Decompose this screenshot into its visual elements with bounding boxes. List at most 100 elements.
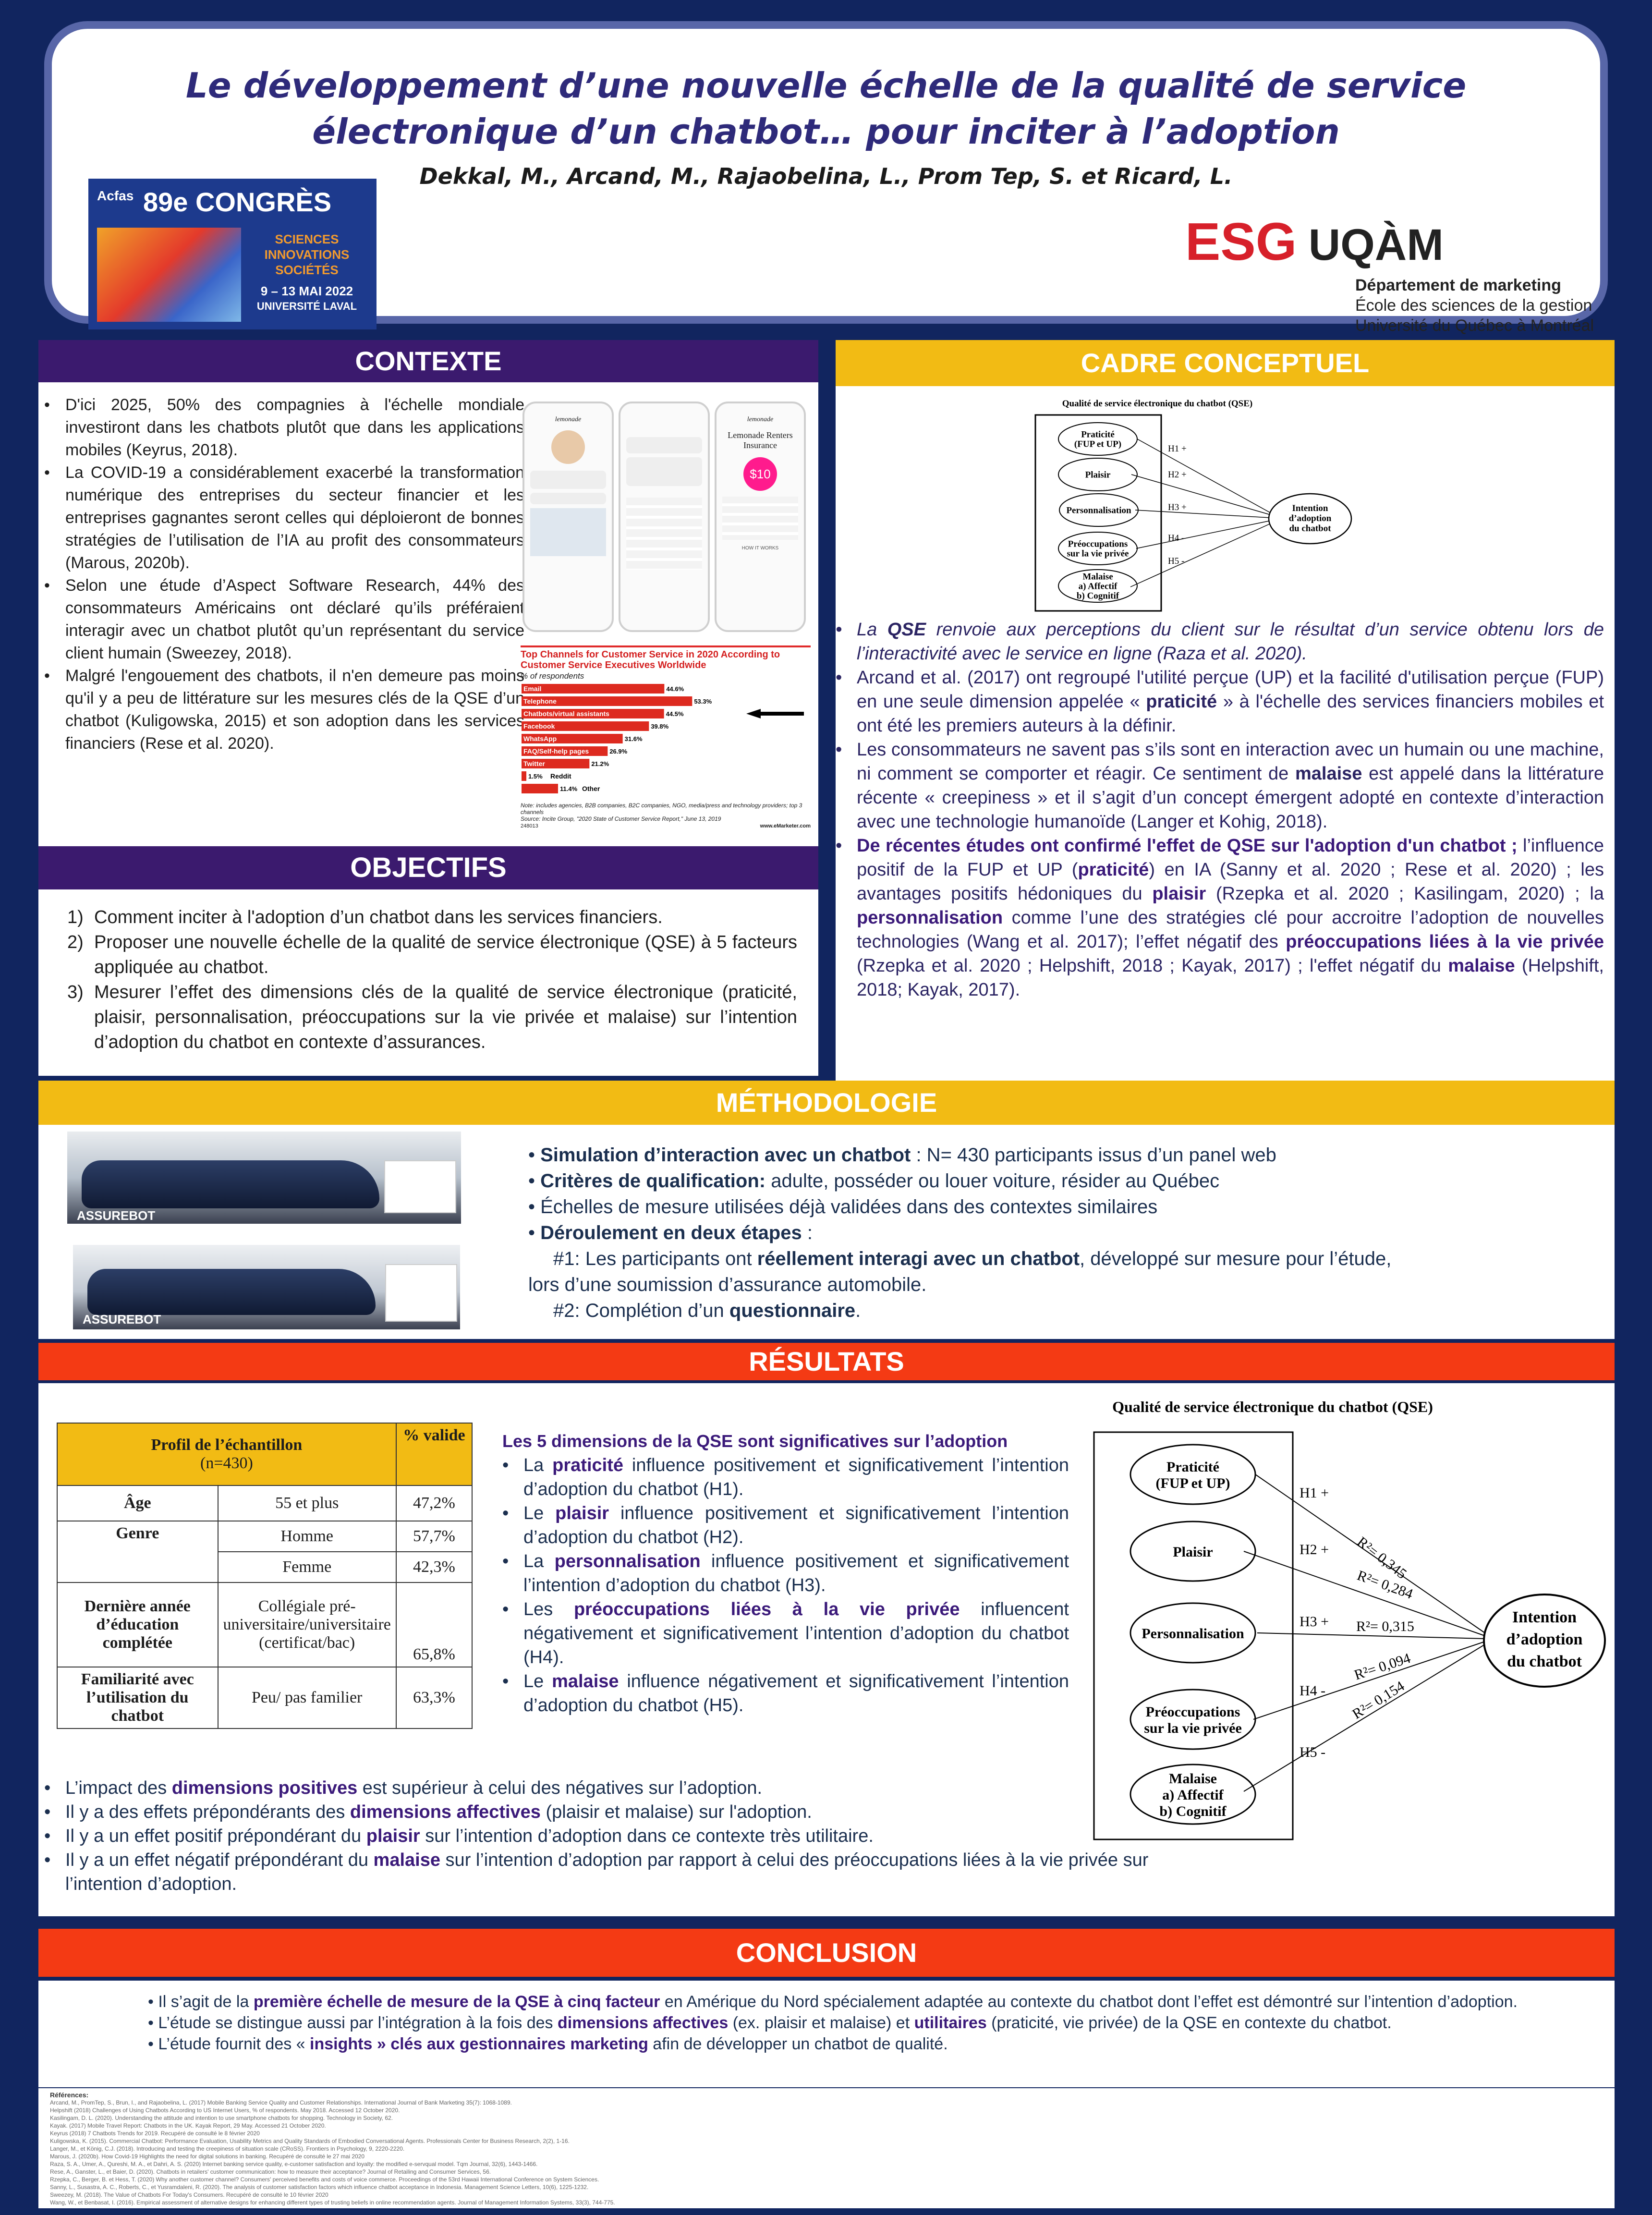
methodo-step-1: #1: Les participants ont réellement inte… [553,1248,1392,1269]
methodo-text: • Simulation d’interaction avec un chatb… [528,1142,1594,1324]
conclusion-heading: CONCLUSION [38,1929,1615,1977]
reference-item: Raza, S. A., Umer, A., Qureshi, M. A., e… [50,2161,538,2167]
bar-chatbots-virtual-assistants [522,709,664,718]
assurebot-label: ASSUREBOT [77,1208,156,1223]
reference-item: Kayak. (2017) Mobile Travel Report: Chat… [50,2122,326,2129]
resultats-heading: RÉSULTATS [38,1343,1615,1380]
chart-note: Note: includes agencies, B2B companies, … [521,802,802,815]
contexte-bullet: La COVID-19 a considérablement exacerbé … [44,462,524,574]
cadre-bullets: La QSE renvoie aux perceptions du client… [836,618,1604,1002]
dim-item: La praticité influence positivement et s… [502,1453,1069,1501]
bar-category-label: FAQ/Self-help pages [523,747,589,755]
dimension-node-label: Praticité [1166,1459,1219,1475]
reference-item: Sweezey, M. (2018). The Value of Chatbot… [50,2191,328,2198]
svg-text:d’adoption: d’adoption [1506,1631,1583,1648]
methodo-point: • Échelles de mesure utilisées déjà vali… [528,1196,1158,1217]
dimension-node [1058,458,1138,491]
bar-faq-self-help-pages [522,746,608,756]
car-image [87,1269,376,1315]
congres-place: UNIVERSITÉ LAVAL [256,300,357,312]
bar-value-label: 31.6% [625,735,643,742]
cadre-diagram: Qualité de service électronique du chatb… [1034,399,1352,612]
acfas-brand: Acfas [97,188,134,203]
dimension-node-label: Préoccupations [1068,539,1128,549]
dims-title: Les 5 dimensions de la QSE sont signific… [502,1431,1008,1451]
cadre-bullet: Arcand et al. (2017) ont regroupé l'util… [836,666,1604,738]
bar-category-label: Email [523,685,541,693]
acfas-congres-logo: Acfas 89e CONGRÈS SCIENCES INNOVATIONS S… [88,179,377,329]
methodo-step-2: #2: Complétion d’un questionnaire. [553,1300,861,1321]
table-row: Familiarité avec l’utilisation du chatbo… [57,1667,473,1729]
bar-telephone [522,696,692,706]
bar-category-label: Other [582,785,600,792]
cadre-h2: H2 + [1168,470,1187,480]
cadre-diagram-title: Qualité de service électronique du chatb… [1062,399,1253,409]
r2-h4: R²= 0,094 [1352,1650,1412,1683]
dims-list: La praticité influence positivement et s… [502,1453,1069,1717]
dim-item: La personnalisation influence positiveme… [502,1549,1069,1597]
objectifs-list: 1)Comment inciter à l'adoption d’un chat… [67,905,797,1055]
cadre-h1: H1 + [1168,444,1187,454]
bar-value-label: 11.4% [560,785,578,792]
conclusion-point: • L’étude se distingue aussi par l’intég… [148,2014,1392,2032]
table-row: Genre Homme 57,7% [57,1521,473,1583]
dimension-node [1130,1602,1256,1664]
reference-item: Marous, J. (2020b). How Covid-19 Highlig… [50,2153,365,2160]
dimension-node [1058,569,1138,603]
dimension-node-label: sur la vie privée [1144,1720,1242,1736]
bar-email [522,684,665,694]
phone-screen-3: lemonade Lemonade Renters Insurance $10 … [715,402,806,632]
methodo-step-1-cont: lors d’une soumission d’assurance automo… [528,1274,927,1295]
results-intention-node [1483,1594,1606,1688]
takeaway: Il y a un effet positif prépondérant du … [44,1824,1178,1848]
results-diagram: Qualité de service électronique du chatb… [1093,1398,1606,1840]
objectif-item: 2)Proposer une nouvelle échelle de la qu… [67,932,797,977]
dimension-node-label: (FUP et UP) [1074,439,1121,450]
contexte-panel: D'ici 2025, 50% des compagnies à l'échel… [38,382,818,846]
references-panel: Références: Arcand, M., PromTep, S., Bru… [38,2088,1615,2208]
results-diagram-title: Qualité de service électronique du chatb… [1112,1398,1433,1415]
references-list: Références: Arcand, M., PromTep, S., Bru… [50,2091,1601,2206]
dimensions-block: Les 5 dimensions de la QSE sont signific… [502,1431,1069,1717]
dimension-node-label: (FUP et UP) [1156,1475,1230,1491]
reference-item: Keyrus (2018) 7 Chatbots Trends for 2019… [50,2130,260,2137]
bar-category-label: Reddit [550,772,571,780]
cadre-panel: Qualité de service électronique du chatb… [836,386,1615,1081]
conclusion-text: • Il s’agit de la première échelle de me… [148,1991,1531,2055]
dimension-node-label: Plaisir [1173,1544,1213,1560]
r2-h3: R²= 0,315 [1356,1619,1414,1634]
chat-window [384,1160,456,1213]
congres-edition: 89e CONGRÈS [143,187,332,217]
methodo-heading: MÉTHODOLOGIE [38,1081,1615,1125]
table-row: Âge 55 et plus 47,2% [57,1485,473,1521]
svg-text:Intention: Intention [1512,1608,1577,1626]
cadre-bullet: La QSE renvoie aux perceptions du client… [836,618,1604,666]
dimension-node [1130,1689,1256,1750]
resultats-panel: Profil de l’échantillon(n=430) % valide … [38,1383,1615,1916]
poster-title-line-2: électronique d’un chatbot… pour inciter … [312,111,1340,152]
contexte-bullet: Selon une étude d’Aspect Software Resear… [44,574,524,665]
assurebot-label: ASSUREBOT [83,1312,161,1327]
reference-item: Arcand, M., PromTep, S., Brun, I., and R… [50,2099,512,2106]
arrow-icon [746,709,804,718]
conclusion-point: • L’étude fournit des « insights » clés … [148,2035,948,2053]
bar-value-label: 26.9% [609,748,627,755]
congres-dates: 9 – 13 MAI 2022 [260,284,353,298]
chart-site: www.eMarketer.com [760,823,811,829]
esg-university: Université du Québec à Montréal [1355,316,1594,335]
intention-node [1268,493,1352,545]
esg-department: Département de marketing [1355,276,1561,294]
res-h2: H2 + [1300,1542,1329,1558]
bar-value-label: 53.3% [694,698,712,705]
bar-category-label: Twitter [523,760,545,767]
sample-table: Profil de l’échantillon(n=430) % valide … [57,1423,473,1729]
bar-value-label: 44.5% [666,710,684,718]
congres-artwork [97,228,241,322]
dimension-node-label: a) Affectif [1079,582,1118,592]
contexte-heading: CONTEXTE [38,340,818,382]
methodo-point: • Déroulement en deux étapes : [528,1222,813,1243]
table-header: Profil de l’échantillon(n=430) % valide [57,1423,473,1486]
uqam-wordmark: UQÀM [1308,220,1444,269]
cadre-bullet: Les consommateurs ne savent pas s’ils so… [836,738,1604,834]
chatbot-screenshot-2: ASSUREBOT [73,1245,460,1329]
